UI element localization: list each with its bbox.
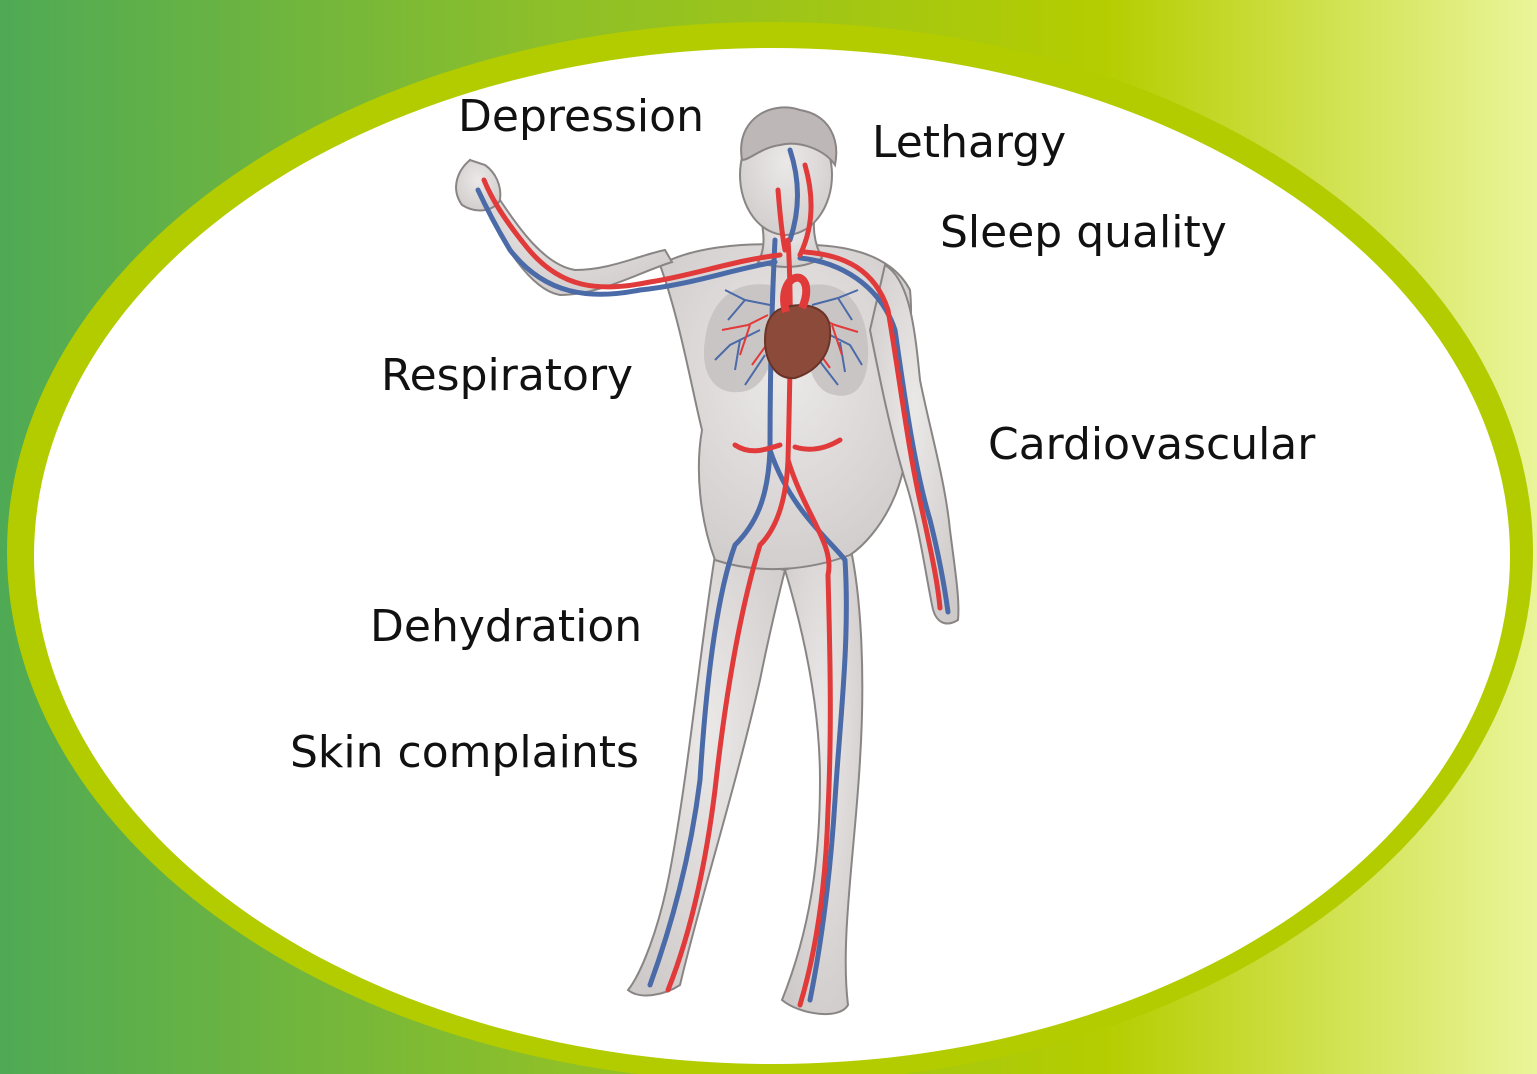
label-cardiovascular: Cardiovascular [988,423,1315,467]
label-lethargy: Lethargy [872,121,1066,165]
label-depression: Depression [458,95,704,139]
label-skin-complaints: Skin complaints [290,731,639,775]
label-dehydration: Dehydration [370,605,642,649]
label-sleep-quality: Sleep quality [940,211,1227,255]
label-respiratory: Respiratory [381,354,633,398]
